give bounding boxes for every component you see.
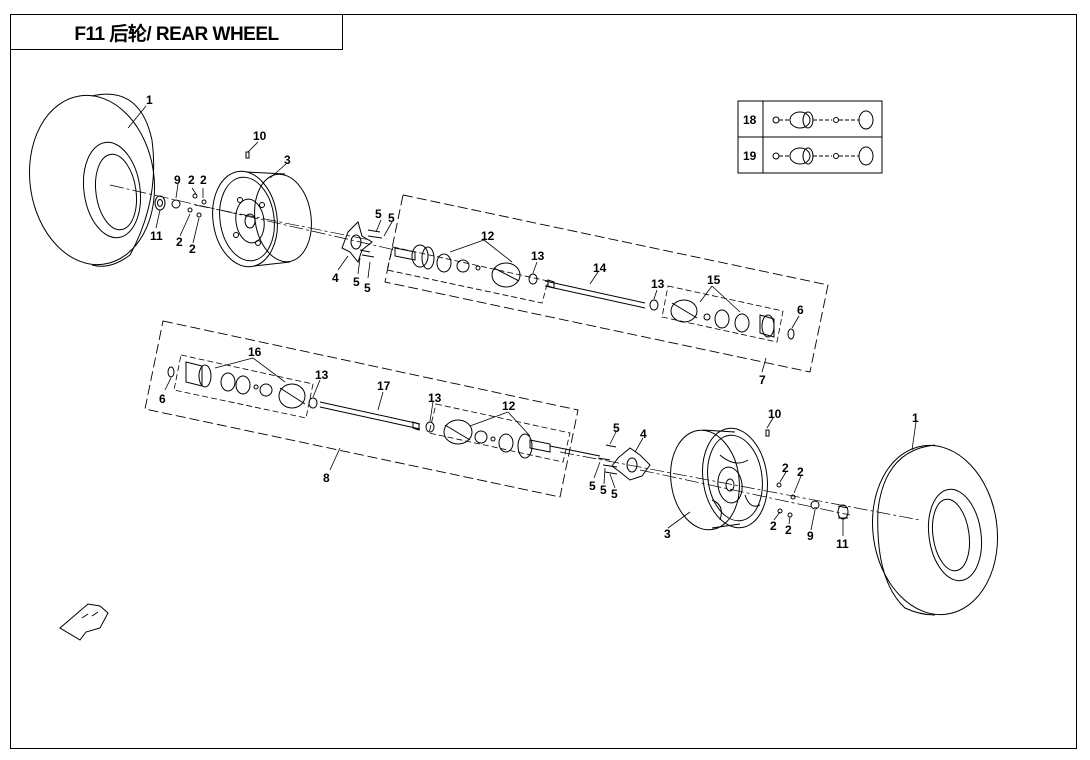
callout-stud-right-a: 5 (613, 421, 620, 435)
callout-inner-cv-upper: 15 (707, 273, 721, 287)
callout-clip-lower: 6 (159, 392, 166, 406)
callout-stud-right-b: 5 (589, 479, 596, 493)
callout-kit-19: 19 (743, 149, 757, 163)
rim-left (212, 170, 312, 268)
callout-shaft-assy-upper: 7 (759, 373, 766, 387)
hub-right (611, 447, 651, 481)
clip-lower (167, 366, 175, 378)
outer-cv-upper-box (386, 246, 549, 304)
valve-left (245, 151, 250, 159)
callout-rim-left: 3 (284, 153, 291, 167)
callout-bolt-left-d: 2 (189, 242, 196, 256)
callout-nut-right: 9 (807, 529, 814, 543)
callout-stud-left-a: 5 (375, 207, 382, 221)
nut-left (171, 199, 181, 209)
callout-bolt-left-c: 2 (176, 235, 183, 249)
leader-lines (127, 105, 917, 536)
callout-inner-cv-lower: 16 (248, 345, 262, 359)
callout-cap-left: 11 (150, 229, 163, 243)
callout-shaft-upper: 14 (593, 261, 607, 275)
clip-upper (787, 328, 795, 340)
callout-outer-cv-upper: 12 (481, 229, 495, 243)
callout-tire-left: 1 (146, 93, 153, 107)
shaft-lower (319, 401, 421, 431)
callout-numbers: 1 10 3 9 2 2 11 2 2 5 5 4 5 5 12 13 14 1… (146, 93, 919, 551)
outer-cv-lower-box (428, 403, 571, 463)
cap-right (837, 504, 849, 520)
callout-shaft-assy-lower: 8 (323, 471, 330, 485)
centerlines-lower-right (559, 451, 921, 521)
inner-cv-upper (670, 299, 775, 338)
callout-hub-left: 4 (332, 271, 339, 285)
inner-cv-lower (185, 361, 306, 409)
callout-nut-left: 9 (174, 173, 181, 187)
shaft-upper (544, 279, 646, 309)
callout-stud-left-c: 5 (353, 275, 360, 289)
boot-upper-b (649, 299, 659, 311)
sheet-border (10, 14, 1077, 749)
boot-lower-b (425, 421, 435, 433)
cap-left (154, 195, 166, 211)
callout-bolt-right-a: 2 (782, 461, 789, 475)
callout-bolt-left-a: 2 (188, 173, 195, 187)
kit-19-icons (772, 146, 874, 166)
callout-shaft-lower: 17 (377, 379, 391, 393)
callout-rim-right: 3 (664, 527, 671, 541)
page-title: F11 后轮/ REAR WHEEL (10, 14, 343, 50)
shaft-assembly-upper-box (384, 194, 829, 373)
outer-cv-lower (443, 419, 601, 459)
tire-right (871, 444, 999, 616)
shaft-assembly-lower-box (144, 320, 579, 498)
callout-stud-right-c: 5 (600, 483, 607, 497)
callout-clip-upper: 6 (797, 303, 804, 317)
callout-kit-18: 18 (743, 113, 757, 127)
nut-right (810, 500, 820, 510)
callout-valve-right: 10 (768, 407, 782, 421)
callout-bolt-right-d: 2 (785, 523, 792, 537)
kit-table (737, 100, 883, 174)
callout-stud-left-d: 5 (364, 281, 371, 295)
inner-cv-lower-box (173, 354, 314, 419)
callout-boot-upper-b: 13 (651, 277, 665, 291)
boot-lower-a (308, 397, 318, 409)
valve-right (765, 429, 770, 437)
callout-boot-lower-b: 13 (428, 391, 442, 405)
callout-stud-left-b: 5 (388, 211, 395, 225)
studs-left (359, 229, 383, 258)
callout-outer-cv-lower: 12 (502, 399, 516, 413)
callout-stud-right-d: 5 (611, 487, 618, 501)
outer-cv-upper (394, 244, 538, 288)
forward-arrow-icon (59, 603, 109, 641)
studs-right (597, 444, 618, 475)
callout-cap-right: 11 (836, 537, 849, 551)
callout-boot-lower-a: 13 (315, 368, 329, 382)
centerlines-upper-left (109, 184, 396, 251)
callout-bolt-right-c: 2 (770, 519, 777, 533)
callout-valve-left: 10 (253, 129, 267, 143)
bolts-left (187, 193, 207, 218)
inner-cv-upper-box (661, 285, 784, 343)
tire-left (28, 93, 156, 267)
callout-boot-upper-a: 13 (531, 249, 545, 263)
kit-18-icons (772, 110, 874, 130)
rim-right (670, 427, 768, 531)
callout-tire-right: 1 (912, 411, 919, 425)
callout-hub-right: 4 (640, 427, 647, 441)
callout-bolt-right-b: 2 (797, 465, 804, 479)
callout-bolt-left-b: 2 (200, 173, 207, 187)
